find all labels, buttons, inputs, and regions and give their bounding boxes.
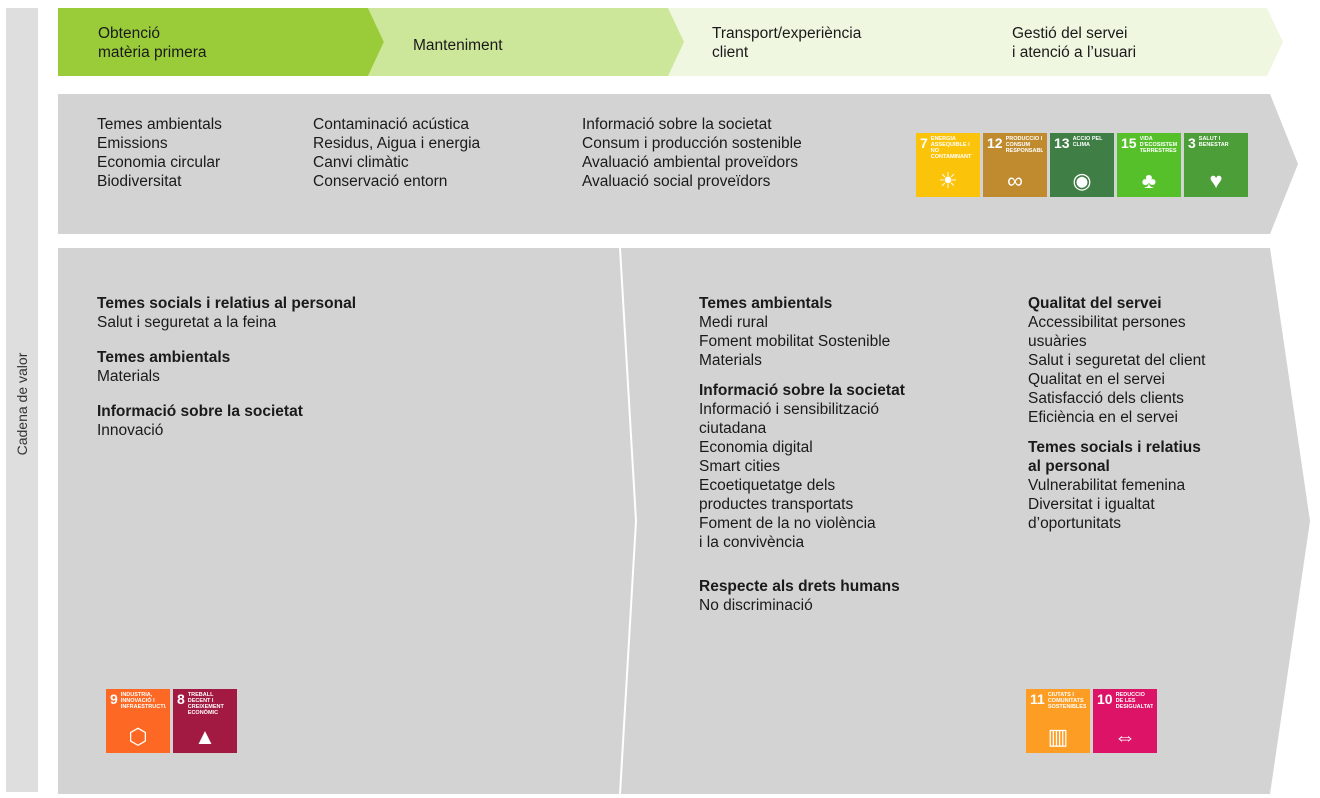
right-panel <box>620 248 1310 794</box>
topic-item: Biodiversitat <box>97 173 182 190</box>
left-panel-text: Temes socials i relatius al personal Sal… <box>97 294 356 440</box>
topic-item: ciutadana <box>699 420 767 437</box>
topic-item: Informació i sensibilització <box>699 401 880 418</box>
topic-item: Salut i seguretat a la feina <box>97 314 277 331</box>
top-sdg-row: 7 Energia assequible i no contaminant ☀ … <box>916 133 1248 197</box>
topic-item: Materials <box>97 368 160 385</box>
section-title: Respecte als drets humans <box>699 578 900 595</box>
section-title: Temes ambientals <box>699 295 833 312</box>
step-2-label: Manteniment <box>413 37 503 54</box>
sdg-12-icon: 12 Producció i consum responsables ∞ <box>983 133 1047 197</box>
step-1-chevron-fill <box>58 8 384 76</box>
topic-item: Eficiència en el servei <box>1028 409 1178 426</box>
section-title: Qualitat del servei <box>1028 295 1162 312</box>
topic-item: No discriminació <box>699 597 813 614</box>
step-4-chevron <box>668 8 1283 76</box>
section-title: Temes ambientals <box>97 349 231 366</box>
top-col-3: Informació sobre la societat Consum i pr… <box>582 115 802 191</box>
topic-item: Consum i producción sostenible <box>582 135 802 152</box>
top-col-2: Contaminació acústica Residus, Aigua i e… <box>313 115 480 191</box>
sdg-13-icon: 13 Acció pel clima ◉ <box>1050 133 1114 197</box>
topic-item: Foment de la no violència <box>699 515 876 532</box>
sdg-15-icon: 15 Vida d'ecosistemes terrestres ♣ <box>1117 133 1181 197</box>
step-3-label: Transport/experiència client <box>712 25 862 61</box>
topic-item: Salut i seguretat del client <box>1028 352 1206 369</box>
topic-item: Medi rural <box>699 314 768 331</box>
sdg-7-icon: 7 Energia assequible i no contaminant ☀ <box>916 133 980 197</box>
side-bar <box>6 8 38 792</box>
section-title: Temes socials i relatius <box>1028 439 1201 456</box>
top-col-1: Temes ambientals Emissions Economia circ… <box>97 115 222 191</box>
topic-item: Avaluació ambiental proveïdors <box>582 154 798 171</box>
left-panel <box>58 248 636 794</box>
topic-item: i la convivència <box>699 534 805 551</box>
topic-item: Smart cities <box>699 458 780 475</box>
step-2-chevron-fill <box>368 8 684 76</box>
topic-item: Accessibilitat persones <box>1028 314 1186 331</box>
topic-item: Economia circular <box>97 154 221 171</box>
topic-item: Emissions <box>97 135 168 152</box>
step-4-label: Gestió del servei i atenció a l’usuari <box>1012 25 1137 61</box>
top-panel <box>58 94 1298 234</box>
sdg-9-icon: 9 Indústria, innovació i infraestructura… <box>106 689 170 753</box>
topic-item: usuàries <box>1028 333 1087 350</box>
topic-item: productes transportats <box>699 496 854 513</box>
section-title: al personal <box>1028 458 1110 475</box>
topic-item: Informació sobre la societat <box>582 116 772 133</box>
topic-item: Innovació <box>97 422 164 439</box>
topic-item: Diversitat i igualtat <box>1028 496 1155 513</box>
topic-item: d’oportunitats <box>1028 515 1122 532</box>
section-title: Informació sobre la societat <box>97 403 303 420</box>
step-1-label: Obtenció matèria primera <box>98 25 207 61</box>
panel-divider <box>619 247 638 795</box>
topic-item: Avaluació social proveïdors <box>582 173 771 190</box>
section-title: Informació sobre la societat <box>699 382 905 399</box>
sdg-11-icon: 11 Ciutats i comunitats sostenibles ▥ <box>1026 689 1090 753</box>
mid-panel-text: Temes ambientals Medi rural Foment mobil… <box>699 294 905 615</box>
topic-item: Qualitat en el servei <box>1028 371 1165 388</box>
topic-item: Vulnerabilitat femenina <box>1028 477 1186 494</box>
topic-item: Foment mobilitat Sostenible <box>699 333 891 350</box>
topic-item: Conservació entorn <box>313 173 448 190</box>
topic-item: Temes ambientals <box>97 116 222 133</box>
sdg-3-icon: 3 Salut i benestar ♥ <box>1184 133 1248 197</box>
right-panel-text: Qualitat del servei Accessibilitat perso… <box>1028 294 1206 533</box>
topic-item: Contaminació acústica <box>313 116 469 133</box>
left-sdg-row: 9 Indústria, innovació i infraestructura… <box>106 689 237 753</box>
topic-item: Canvi climàtic <box>313 154 409 171</box>
topic-item: Ecoetiquetatge dels <box>699 477 836 494</box>
topic-item: Satisfacció dels clients <box>1028 390 1184 407</box>
topic-item: Economia digital <box>699 439 813 456</box>
sdg-8-icon: 8 Treball decent i creixement econòmic ▲ <box>173 689 237 753</box>
topic-item: Materials <box>699 352 762 369</box>
sdg-10-icon: 10 Reducció de les desigualtats ⇔ <box>1093 689 1157 753</box>
right-sdg-row: 11 Ciutats i comunitats sostenibles ▥ 10… <box>1026 689 1157 753</box>
topic-item: Residus, Aigua i energia <box>313 135 481 152</box>
section-title: Temes socials i relatius al personal <box>97 295 357 312</box>
